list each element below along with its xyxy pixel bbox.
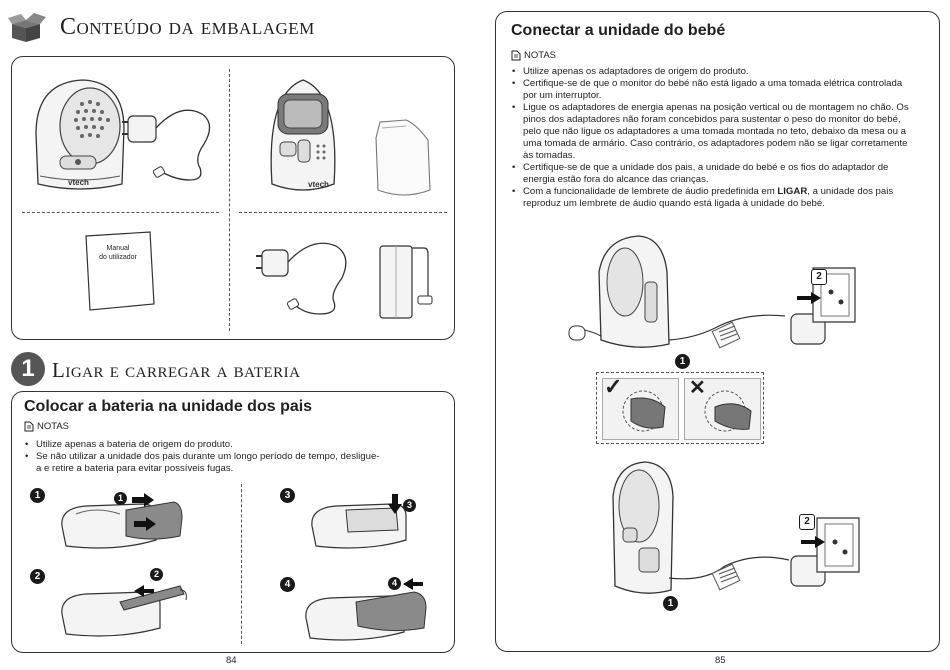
battery-section-title: Colocar a bateria na unidade dos pais <box>24 398 313 415</box>
callout-badge: 3 <box>403 499 416 512</box>
check-icon: ✓ <box>604 374 623 399</box>
chapter-number-badge: 1 <box>11 352 45 386</box>
connect-notes-list: Utilize apenas os adaptadores de origem … <box>511 66 916 210</box>
battery-notes-label: NOTAS <box>37 421 70 432</box>
arrow-icon <box>134 517 156 531</box>
manual-label-line1: Manual <box>106 245 130 252</box>
battery-image <box>379 245 433 319</box>
connect-notes-label: NOTAS <box>524 50 557 61</box>
callout-badge: 2 <box>150 568 163 581</box>
step2-illustration <box>61 585 187 637</box>
step-badge: 3 <box>280 488 295 503</box>
chapter-number: 1 <box>21 355 35 382</box>
battery-note: Se não utilizar a unidade dos pais duran… <box>24 451 384 475</box>
notes-icon <box>511 50 521 61</box>
chapter-title: Ligar e carregar a bateria <box>52 358 301 382</box>
step3-illustration <box>311 503 407 549</box>
power-adapter-image-2 <box>256 242 347 315</box>
baby-unit-logo: vtech <box>68 178 89 187</box>
step-badge: 1 <box>30 488 45 503</box>
battery-note: Utilize apenas a bateria de origem do pr… <box>24 439 384 451</box>
callout-badge: 2 <box>811 269 827 285</box>
notes-icon <box>24 421 34 432</box>
step-badge: 4 <box>280 577 295 592</box>
box-icon <box>8 13 46 42</box>
parent-unit-image <box>270 79 336 191</box>
callout-badge: 4 <box>388 577 401 590</box>
belt-clip-image <box>375 119 431 196</box>
plug-detail-frame <box>596 372 764 444</box>
connect-notes-header: NOTAS <box>511 50 556 61</box>
callout-badge: 1 <box>114 492 127 505</box>
connect-note-text: Com a funcionalidade de lembrete de áudi… <box>523 186 778 197</box>
baby-unit-image <box>35 79 125 190</box>
step4-illustration <box>305 591 427 641</box>
connect-section-title: Conectar a unidade do bebé <box>511 22 726 39</box>
connect-note: Utilize apenas os adaptadores de origem … <box>511 66 916 78</box>
baby-unit-connection-illustration <box>568 235 856 349</box>
battery-notes-header: NOTAS <box>24 421 69 432</box>
arrow-icon <box>134 585 154 597</box>
power-adapter-image <box>122 109 211 181</box>
arrow-icon <box>132 493 154 507</box>
arrow-icon <box>388 494 402 514</box>
step-badge: 2 <box>30 569 45 584</box>
parent-unit-logo: vtech <box>308 180 329 189</box>
connect-note: Certifique-se de que o monitor do bebé n… <box>511 78 916 102</box>
page-number-left: 84 <box>226 655 237 666</box>
callout-badge: 1 <box>663 596 678 611</box>
user-manual-image <box>85 231 155 311</box>
section-title: Conteúdo da embalagem <box>60 14 315 40</box>
callout-badge: 2 <box>799 514 815 530</box>
connect-note: Ligue os adaptadores de energia apenas n… <box>511 102 916 162</box>
manual-label: Manual do utilizador <box>88 244 148 262</box>
connect-note: Certifique-se de que a unidade dos pais,… <box>511 162 916 186</box>
page-number-right: 85 <box>715 655 726 666</box>
callout-badge: 1 <box>675 354 690 369</box>
connect-note-text: , a unidade dos pais reproduz um lembret… <box>523 186 894 209</box>
step1-illustration <box>61 501 183 549</box>
arrow-icon <box>403 578 423 590</box>
manual-label-line2: do utilizador <box>99 254 137 261</box>
cross-icon: ✕ <box>689 377 706 399</box>
battery-notes-list: Utilize apenas a bateria de origem do pr… <box>24 439 384 475</box>
connect-note-bold: LIGAR <box>777 186 808 197</box>
parent-unit-connection-illustration <box>612 461 860 594</box>
plug-detail-drawings <box>622 390 752 432</box>
connect-note: Com a funcionalidade de lembrete de áudi… <box>511 186 916 210</box>
